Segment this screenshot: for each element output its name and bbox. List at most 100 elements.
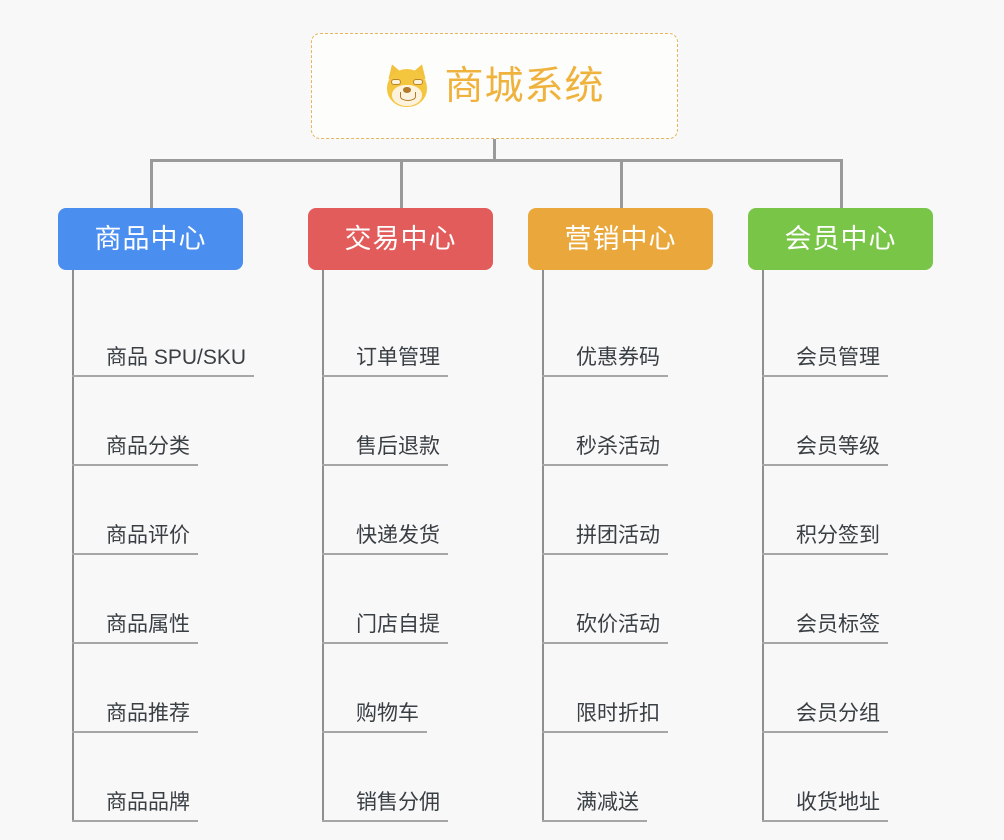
leaf-item-underline	[542, 642, 668, 644]
leaf-item-underline	[762, 553, 888, 555]
leaf-item-label: 优惠券码	[576, 346, 660, 369]
leaf-item-underline	[322, 820, 448, 822]
leaf-item[interactable]: 商品评价	[72, 466, 246, 555]
leaf-item[interactable]: 拼团活动	[542, 466, 713, 555]
leaf-item[interactable]: 门店自提	[322, 555, 493, 644]
leaf-item-underline	[762, 375, 888, 377]
connector-root-stem	[493, 139, 496, 161]
leaf-item[interactable]: 售后退款	[322, 377, 493, 466]
leaf-item-underline	[322, 642, 448, 644]
leaf-item[interactable]: 商品 SPU/SKU	[72, 288, 254, 377]
connector-spine-member-center	[762, 270, 764, 822]
leaf-list-marketing-center: 优惠券码秒杀活动拼团活动砍价活动限时折扣满减送	[542, 270, 713, 822]
leaf-item[interactable]: 商品属性	[72, 555, 246, 644]
leaf-item-underline	[762, 642, 888, 644]
leaf-item-label: 订单管理	[356, 346, 440, 369]
column-marketing-center: 营销中心优惠券码秒杀活动拼团活动砍价活动限时折扣满减送	[528, 208, 713, 822]
leaf-item[interactable]: 秒杀活动	[542, 377, 713, 466]
leaf-item[interactable]: 快递发货	[322, 466, 493, 555]
leaf-item[interactable]: 限时折扣	[542, 644, 713, 733]
leaf-list-member-center: 会员管理会员等级积分签到会员标签会员分组收货地址	[762, 270, 933, 822]
leaf-item-label: 商品分类	[106, 435, 190, 458]
leaf-item[interactable]: 砍价活动	[542, 555, 713, 644]
connector-horizontal-bus	[150, 159, 840, 162]
leaf-item[interactable]: 会员标签	[762, 555, 933, 644]
leaf-item-label: 会员分组	[796, 702, 880, 725]
leaf-item[interactable]: 销售分佣	[322, 733, 493, 822]
connector-drop-marketing-center	[620, 159, 623, 208]
leaf-item-label: 售后退款	[356, 435, 440, 458]
leaf-list-product-center: 商品 SPU/SKU 商品分类商品评价商品属性商品推荐商品品牌	[72, 270, 254, 822]
leaf-item-label: 购物车	[356, 702, 419, 725]
leaf-item-underline	[542, 375, 668, 377]
leaf-item-underline	[322, 375, 448, 377]
leaf-item-label: 砍价活动	[576, 613, 660, 636]
leaf-item[interactable]: 会员分组	[762, 644, 933, 733]
leaf-item[interactable]: 商品分类	[72, 377, 246, 466]
leaf-item-underline	[762, 731, 888, 733]
category-label: 交易中心	[344, 223, 457, 254]
leaf-item-label: 积分签到	[796, 524, 880, 547]
leaf-item-underline	[322, 731, 427, 733]
leaf-item-label: 商品推荐	[106, 702, 190, 725]
leaf-item-underline	[322, 553, 448, 555]
leaf-item[interactable]: 订单管理	[322, 288, 493, 377]
category-label: 营销中心	[564, 223, 677, 254]
leaf-item[interactable]: 会员等级	[762, 377, 933, 466]
leaf-item-underline	[72, 464, 198, 466]
leaf-item-underline	[72, 553, 198, 555]
column-member-center: 会员中心会员管理会员等级积分签到会员标签会员分组收货地址	[748, 208, 933, 822]
leaf-item-label: 收货地址	[796, 791, 880, 814]
leaf-item-underline	[72, 820, 198, 822]
connector-drop-member-center	[840, 159, 843, 208]
leaf-item[interactable]: 商品推荐	[72, 644, 246, 733]
leaf-item[interactable]: 购物车	[322, 644, 493, 733]
category-box-marketing-center[interactable]: 营销中心	[528, 208, 713, 270]
root-node-shop-system[interactable]: 商城系统	[311, 33, 678, 139]
leaf-item-underline	[72, 731, 198, 733]
leaf-item-label: 拼团活动	[576, 524, 660, 547]
category-label: 会员中心	[784, 223, 897, 254]
shiba-dog-face-icon	[384, 61, 431, 109]
category-box-trade-center[interactable]: 交易中心	[308, 208, 493, 270]
leaf-item-underline	[542, 553, 668, 555]
leaf-item[interactable]: 商品品牌	[72, 733, 246, 822]
leaf-item-label: 满减送	[576, 791, 639, 814]
leaf-item[interactable]: 满减送	[542, 733, 713, 822]
leaf-item-underline	[542, 820, 647, 822]
leaf-item-underline	[762, 464, 888, 466]
leaf-item-underline	[762, 820, 888, 822]
leaf-item[interactable]: 优惠券码	[542, 288, 713, 377]
category-box-product-center[interactable]: 商品中心	[58, 208, 243, 270]
root-title: 商城系统	[444, 64, 605, 108]
category-box-member-center[interactable]: 会员中心	[748, 208, 933, 270]
leaf-item-label: 门店自提	[356, 613, 440, 636]
connector-spine-trade-center	[322, 270, 324, 822]
leaf-item-label: 限时折扣	[576, 702, 660, 725]
leaf-item-label: 会员管理	[796, 346, 880, 369]
leaf-item-label: 秒杀活动	[576, 435, 660, 458]
leaf-item[interactable]: 收货地址	[762, 733, 933, 822]
leaf-item-label: 商品 SPU/SKU	[106, 346, 247, 369]
leaf-item-underline	[322, 464, 448, 466]
leaf-item-label: 商品属性	[106, 613, 190, 636]
leaf-item[interactable]: 会员管理	[762, 288, 933, 377]
leaf-item-label: 商品品牌	[106, 791, 190, 814]
category-label: 商品中心	[94, 223, 207, 254]
connector-drop-product-center	[150, 159, 153, 208]
connector-spine-marketing-center	[542, 270, 544, 822]
leaf-list-trade-center: 订单管理售后退款快递发货门店自提购物车销售分佣	[322, 270, 493, 822]
leaf-item-underline	[542, 731, 668, 733]
column-trade-center: 交易中心订单管理售后退款快递发货门店自提购物车销售分佣	[308, 208, 493, 822]
leaf-item-label: 销售分佣	[356, 791, 440, 814]
leaf-item-label: 快递发货	[356, 524, 440, 547]
leaf-item-label: 会员标签	[796, 613, 880, 636]
leaf-item-label: 商品评价	[106, 524, 190, 547]
leaf-item-underline	[72, 375, 254, 377]
leaf-item-underline	[542, 464, 668, 466]
connector-spine-product-center	[72, 270, 74, 822]
column-product-center: 商品中心商品 SPU/SKU 商品分类商品评价商品属性商品推荐商品品牌	[58, 208, 254, 822]
leaf-item[interactable]: 积分签到	[762, 466, 933, 555]
leaf-item-underline	[72, 642, 198, 644]
